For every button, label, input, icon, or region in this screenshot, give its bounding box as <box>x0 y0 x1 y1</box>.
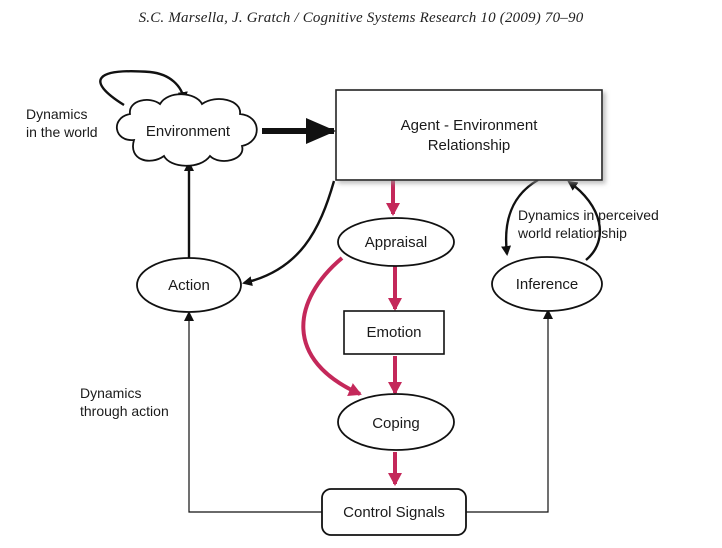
environment-cloud-shape <box>115 93 258 167</box>
coping-label: Coping <box>372 415 420 432</box>
inference-to-relationship-arrow <box>567 180 602 261</box>
relationship-to-action-arrow <box>242 180 336 287</box>
appraisal-label: Appraisal <box>365 234 428 251</box>
action-node: Action <box>136 257 242 313</box>
appraisal-to-coping-arrow <box>301 256 362 396</box>
coping-node: Coping <box>337 393 455 451</box>
environment-label: Environment <box>146 123 231 140</box>
action-dynamics-label-line1: Dynamics <box>80 385 141 401</box>
relationship-label-line1: Agent - Environment <box>401 117 539 134</box>
world-dynamics-label-line2: in the world <box>26 124 98 140</box>
action-dynamics-label-line2: through action <box>80 403 169 419</box>
appraisal-node: Appraisal <box>337 217 455 267</box>
control-signals-node: Control Signals <box>321 488 467 536</box>
action-label: Action <box>168 277 210 294</box>
inference-label: Inference <box>516 276 579 293</box>
relationship-node: Agent - Environment Relationship <box>335 89 603 181</box>
control-to-inference-line <box>466 309 553 513</box>
relationship-label-line2: Relationship <box>428 137 511 154</box>
emotion-node: Emotion <box>343 310 445 355</box>
environment-node: Environment <box>115 93 258 167</box>
inference-node: Inference <box>491 256 603 312</box>
perceived-dynamics-label-line1: Dynamics in perceived <box>518 207 659 223</box>
relationship-to-inference-arrow <box>501 178 539 256</box>
world-dynamics-label-line1: Dynamics <box>26 106 87 122</box>
control-signals-label: Control Signals <box>343 504 445 521</box>
running-head: S.C. Marsella, J. Gratch / Cognitive Sys… <box>138 10 584 26</box>
perceived-dynamics-label-line2: world relationship <box>517 225 627 241</box>
world-dynamics-loop-arrow <box>99 70 188 107</box>
control-to-action-line <box>184 311 322 513</box>
emotion-label: Emotion <box>366 324 421 341</box>
